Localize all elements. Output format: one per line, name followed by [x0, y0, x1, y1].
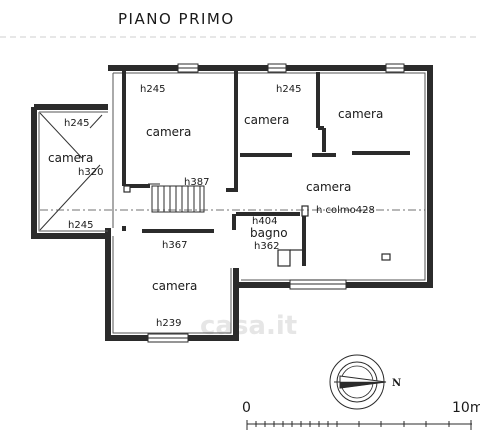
scale-bar: [246, 420, 472, 430]
staircase: [148, 183, 205, 213]
height-label: h245: [68, 220, 93, 231]
room-label-camera-4: camera: [48, 151, 93, 165]
room-label-camera-3: camera: [338, 107, 383, 121]
compass-rose-icon: [329, 354, 387, 410]
outer-walls: [31, 65, 433, 341]
scale-start: 0: [242, 400, 251, 416]
scale-end: 10m: [452, 400, 480, 416]
height-label: h colmo428: [316, 205, 375, 216]
height-label: h387: [184, 177, 209, 188]
height-label: h245: [140, 84, 165, 95]
height-label: h239: [156, 318, 181, 329]
room-label-camera-6: camera: [152, 279, 197, 293]
height-label: h404: [252, 216, 277, 227]
room-label-camera-1: camera: [146, 125, 191, 139]
plan-title: PIANO PRIMO: [118, 10, 235, 28]
height-label: h362: [254, 241, 279, 252]
height-label: h245: [276, 84, 301, 95]
room-label-camera-5: camera: [306, 180, 351, 194]
height-label: h320: [78, 167, 103, 178]
windows: [147, 63, 405, 343]
height-label: h367: [162, 240, 187, 251]
height-label: h245: [64, 118, 89, 129]
room-label-camera-2: camera: [244, 113, 289, 127]
compass-north: N: [392, 378, 401, 389]
room-label-bagno: bagno: [250, 226, 288, 240]
